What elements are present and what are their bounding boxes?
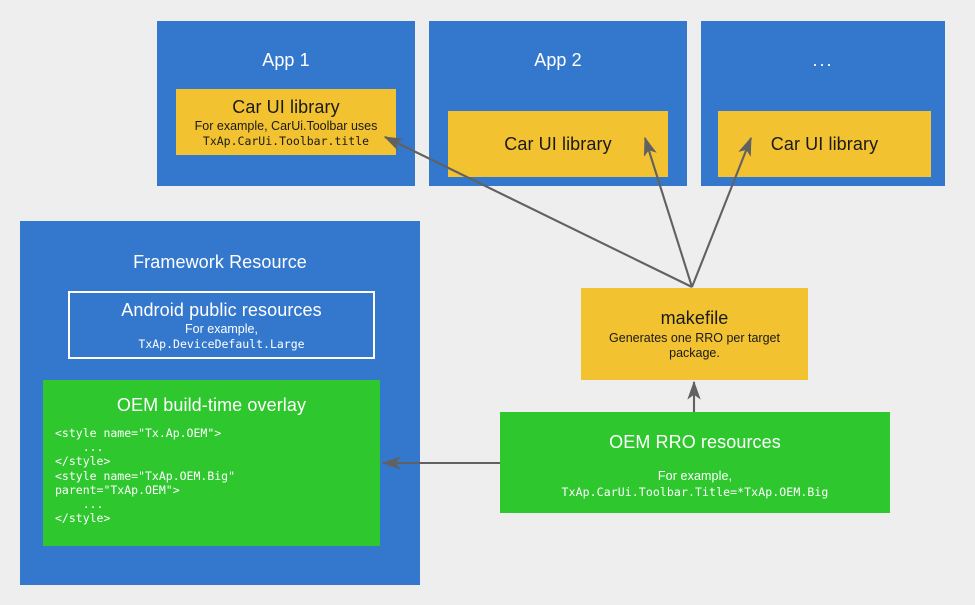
oem-rro-resources-code: TxAp.CarUi.Toolbar.Title=*TxAp.OEM.Big bbox=[561, 485, 829, 499]
android-public-resources-code: TxAp.DeviceDefault.Large bbox=[138, 336, 305, 351]
car-ui-library-sub-1: For example, CarUi.Toolbar uses bbox=[194, 118, 378, 133]
android-public-resources-heading: Android public resources bbox=[121, 299, 322, 320]
oem-build-time-overlay-box: OEM build-time overlay <style name="Tx.A… bbox=[43, 380, 380, 546]
oem-rro-resources-box: OEM RRO resources For example, TxAp.CarU… bbox=[500, 412, 890, 513]
app-group-2: App 2 Car UI library bbox=[429, 21, 687, 186]
oem-build-time-overlay-code: <style name="Tx.Ap.OEM"> ... </style> <s… bbox=[55, 426, 236, 526]
car-ui-library-box-3: Car UI library bbox=[718, 111, 931, 177]
makefile-box: makefile Generates one RRO per target pa… bbox=[581, 288, 808, 380]
car-ui-library-code-1: TxAp.CarUi.Toolbar.title bbox=[202, 133, 370, 148]
oem-build-time-overlay-heading: OEM build-time overlay bbox=[116, 395, 307, 415]
app-group-3-title: ... bbox=[812, 50, 834, 70]
android-public-resources-sub: For example, bbox=[185, 321, 258, 336]
oem-rro-resources-sub: For example, bbox=[657, 469, 733, 483]
framework-resource-group: Framework Resource Android public resour… bbox=[20, 221, 420, 585]
app-group-1: App 1 Car UI library For example, CarUi.… bbox=[157, 21, 415, 186]
app-group-3: ... Car UI library bbox=[701, 21, 945, 186]
android-public-resources-box: Android public resources For example, Tx… bbox=[68, 291, 375, 359]
app-group-1-title: App 1 bbox=[262, 50, 310, 70]
car-ui-library-box-1: Car UI library For example, CarUi.Toolba… bbox=[176, 89, 396, 155]
makefile-sub: Generates one RRO per target package. bbox=[609, 331, 780, 360]
app-group-2-title: App 2 bbox=[534, 50, 582, 70]
car-ui-library-box-2: Car UI library bbox=[448, 111, 668, 177]
car-ui-library-heading-1: Car UI library bbox=[232, 96, 340, 117]
makefile-heading: makefile bbox=[660, 308, 729, 328]
car-ui-library-heading-2: Car UI library bbox=[504, 133, 612, 154]
oem-rro-resources-heading: OEM RRO resources bbox=[609, 432, 781, 452]
car-ui-library-heading-3: Car UI library bbox=[770, 133, 879, 154]
framework-resource-title: Framework Resource bbox=[133, 252, 307, 272]
